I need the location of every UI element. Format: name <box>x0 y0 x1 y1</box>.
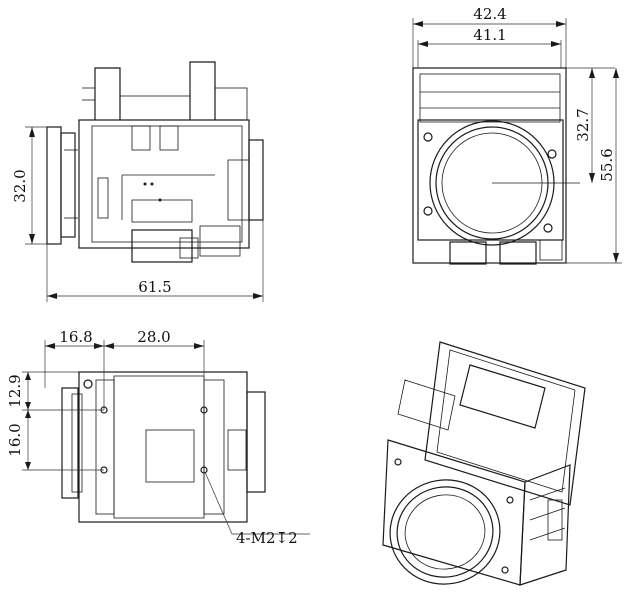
bottom-hole-spacing-y-dim: 16.0 <box>6 423 24 456</box>
front-outer-width-dim: 42.4 <box>473 5 506 23</box>
front-lens-center-height-dim: 32.7 <box>574 108 592 141</box>
side-length-dim: 61.5 <box>138 278 171 296</box>
isometric-view <box>382 341 586 586</box>
front-view: 42.4 41.1 32.7 55.6 <box>412 5 622 265</box>
side-view: 32.0 61.5 <box>11 61 264 302</box>
front-inner-width-dim: 41.1 <box>473 26 506 44</box>
side-height-dim: 32.0 <box>11 169 29 202</box>
bottom-view: 16.8 28.0 12.9 16.0 4-M2↧2 <box>6 328 310 547</box>
front-total-height-dim: 55.6 <box>598 148 616 181</box>
bottom-hole-offset-y-dim: 12.9 <box>6 374 24 407</box>
bottom-front-offset-dim: 16.8 <box>59 328 92 346</box>
bottom-hole-spacing-x-dim: 28.0 <box>137 328 170 346</box>
mounting-hole-callout: 4-M2↧2 <box>236 529 298 547</box>
